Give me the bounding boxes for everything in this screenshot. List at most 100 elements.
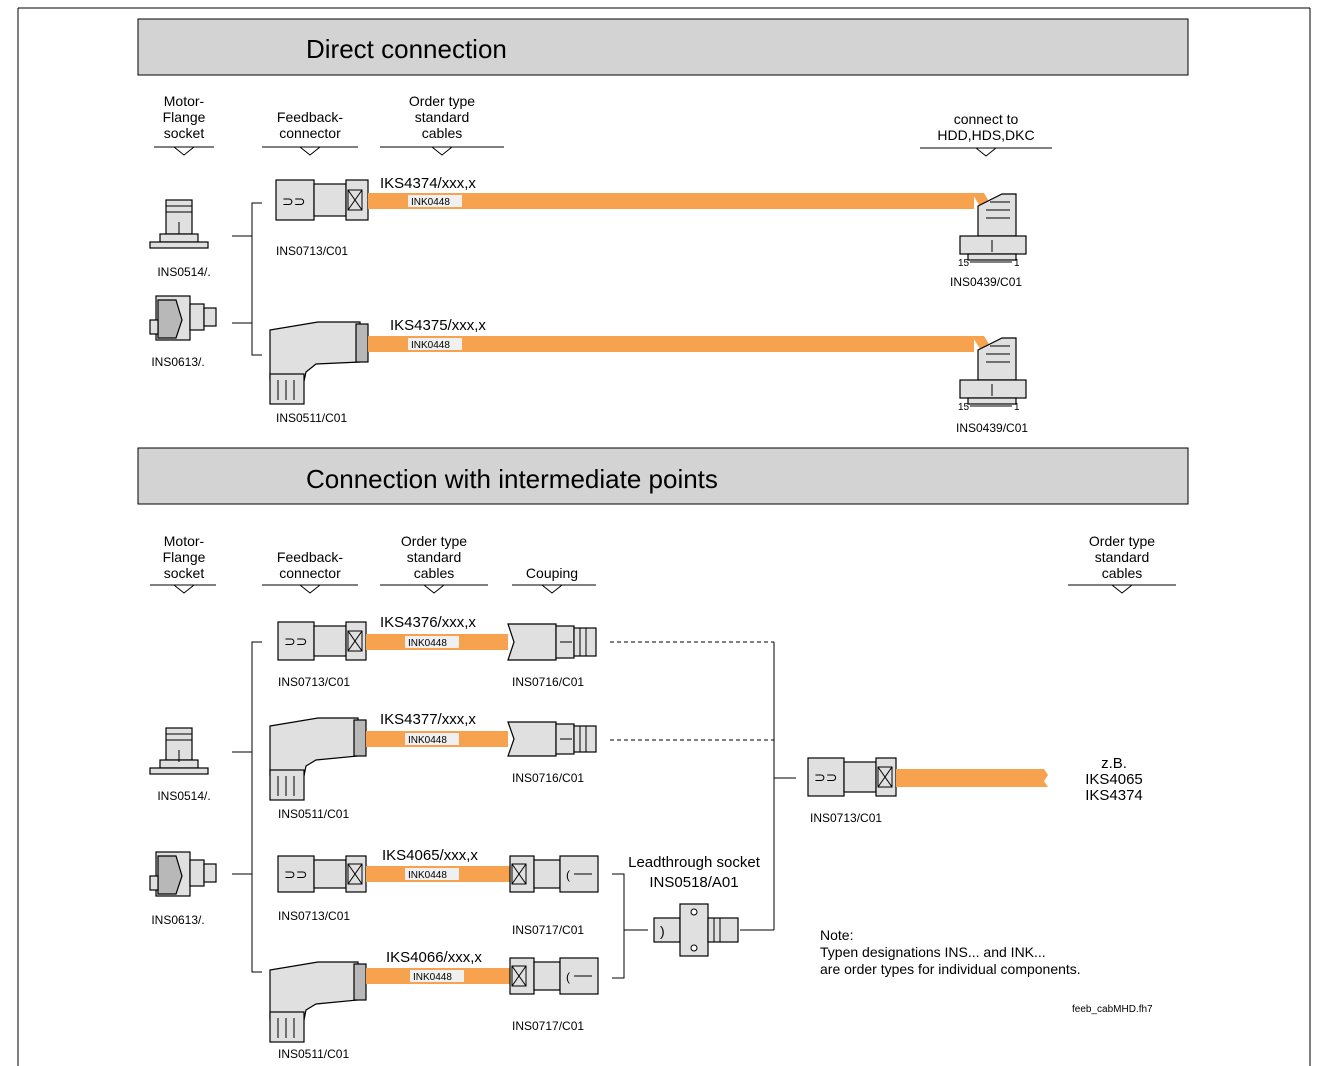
header2-order-type-right: Order type standard cables [1068, 533, 1176, 594]
leadthrough-socket: ) [653, 903, 739, 957]
dsub-1-pin-left: 15 [958, 258, 970, 269]
inter-cable-b-label: IKS4377/xxx,x [380, 711, 476, 728]
inter-cable-a-label: IKS4376/xxx,x [380, 614, 476, 631]
svg-text:socket: socket [164, 125, 205, 141]
svg-text:standard: standard [415, 109, 469, 125]
inter-ink-a-label: INK0448 [408, 638, 447, 649]
inter-bracket [251, 641, 262, 973]
svg-text:): ) [660, 923, 665, 939]
leadthrough-label-2: INS0518/A01 [649, 874, 738, 891]
svg-text:cables: cables [422, 125, 462, 141]
svg-text:Flange: Flange [163, 549, 206, 565]
svg-text:HDD,HDS,DKC: HDD,HDS,DKC [937, 127, 1034, 143]
svg-text:(: ( [566, 868, 570, 882]
feedback-connector-straight-3: ⊃⊃ [277, 855, 367, 893]
header-feedback-connector: Feedback- connector [262, 109, 358, 156]
coupling-bracket [612, 873, 625, 979]
svg-text:Motor-: Motor- [164, 533, 205, 549]
header-motor-flange: Motor- Flange socket [154, 93, 214, 156]
dsub-2-pin-left: 15 [958, 402, 970, 413]
header2-order-type: Order type standard cables [380, 533, 488, 594]
file-reference: feeb_cabMHD.fh7 [1072, 1004, 1153, 1015]
example-label-1: z.B. [1101, 755, 1127, 772]
svg-text:Feedback-: Feedback- [277, 549, 343, 565]
header2-feedback-connector: Feedback- connector [262, 549, 358, 594]
note-line-1: Typen designations INS... and INK... [820, 944, 1046, 960]
inter-connector-a-label: INS0713/C01 [278, 675, 350, 689]
direct-ink-2-label: INK0448 [411, 340, 450, 351]
note-heading: Note: [820, 927, 853, 943]
motor-socket-straight-2 [149, 727, 209, 775]
inter-coupling-d-label: INS0717/C01 [512, 1019, 584, 1033]
svg-text:⊃⊃: ⊃⊃ [284, 866, 307, 882]
svg-text:(: ( [566, 970, 570, 984]
intermediate-section-title: Connection with intermediate points [306, 464, 718, 494]
direct-cable-2 [368, 336, 974, 352]
direct-connector-1-label: INS0713/C01 [276, 244, 348, 258]
svg-text:Flange: Flange [163, 109, 206, 125]
coupling-b [507, 721, 597, 757]
coupling-d: ( [509, 957, 599, 995]
motor-socket-angled-2 [149, 851, 217, 897]
feedback-connector-angled-3 [269, 961, 367, 1043]
svg-text:Couping: Couping [526, 565, 578, 581]
inter-socket-straight-label: INS0514/. [157, 789, 210, 803]
dsub-2-pin-right: 1 [1014, 402, 1020, 413]
svg-text:Order type: Order type [1089, 533, 1155, 549]
final-connector-label: INS0713/C01 [810, 811, 882, 825]
inter-cable-d-label: IKS4066/xxx,x [386, 949, 482, 966]
svg-text:standard: standard [407, 549, 461, 565]
direct-end-2-label: INS0439/C01 [956, 421, 1028, 435]
note-line-2: are order types for individual component… [820, 961, 1081, 977]
intermediate-section-banner [137, 447, 1189, 505]
svg-text:Motor-: Motor- [164, 93, 205, 109]
svg-text:Order type: Order type [409, 93, 475, 109]
svg-text:Order type: Order type [401, 533, 467, 549]
svg-text:⊃⊃: ⊃⊃ [814, 769, 837, 785]
svg-text:cables: cables [414, 565, 454, 581]
inter-connector-c-label: INS0713/C01 [278, 909, 350, 923]
feedback-connector-straight-1: ⊃⊃ [275, 179, 369, 221]
svg-text:⊃⊃: ⊃⊃ [282, 193, 305, 209]
feedback-connector-angled-1 [269, 321, 369, 405]
dsub-1-pin-right: 1 [1014, 258, 1020, 269]
direct-socket-angled-label: INS0613/. [151, 355, 204, 369]
svg-text:standard: standard [1095, 549, 1149, 565]
svg-text:socket: socket [164, 565, 205, 581]
direct-socket-straight-label: INS0514/. [157, 265, 210, 279]
leadthrough-label-1: Leadthrough socket [628, 854, 761, 871]
motor-socket-straight [149, 199, 209, 249]
header2-motor-flange: Motor- Flange socket [150, 533, 216, 594]
inter-socket-angled-label: INS0613/. [151, 913, 204, 927]
svg-text:Feedback-: Feedback- [277, 109, 343, 125]
svg-text:cables: cables [1102, 565, 1142, 581]
final-cable [896, 769, 1048, 787]
direct-ink-1-label: INK0448 [411, 197, 450, 208]
direct-section-title: Direct connection [306, 34, 507, 64]
inter-coupling-b-label: INS0716/C01 [512, 771, 584, 785]
example-label-2: IKS4065 [1085, 771, 1143, 788]
direct-bracket [251, 202, 262, 356]
dsub-connector-1 [959, 193, 1027, 261]
direct-cable-1-label: IKS4374/xxx,x [380, 175, 476, 192]
svg-text:⊃⊃: ⊃⊃ [284, 633, 307, 649]
coupling-a [507, 623, 597, 661]
final-feedback-connector: ⊃⊃ [807, 757, 897, 797]
inter-ink-b-label: INK0448 [408, 735, 447, 746]
inter-coupling-c-label: INS0717/C01 [512, 923, 584, 937]
inter-connector-b-label: INS0511/C01 [278, 807, 349, 821]
svg-text:connect to: connect to [954, 111, 1019, 127]
direct-section-banner [137, 18, 1189, 76]
dsub-connector-2 [959, 337, 1027, 405]
feedback-connector-straight-2: ⊃⊃ [277, 621, 367, 661]
example-label-3: IKS4374 [1085, 787, 1143, 804]
inter-cable-c-label: IKS4065/xxx,x [382, 847, 478, 864]
direct-end-1-label: INS0439/C01 [950, 275, 1022, 289]
direct-cable-1 [368, 193, 974, 209]
inter-ink-d-label: INK0448 [413, 972, 452, 983]
inter-ink-c-label: INK0448 [408, 870, 447, 881]
inter-coupling-a-label: INS0716/C01 [512, 675, 584, 689]
svg-text:connector: connector [279, 565, 341, 581]
feedback-connector-angled-2 [269, 717, 367, 801]
